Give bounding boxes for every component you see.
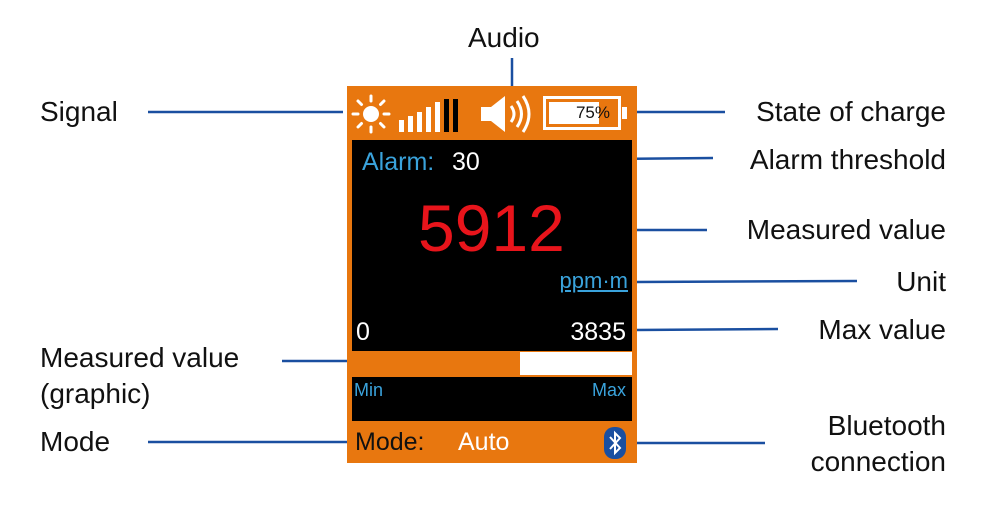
callout-measured-value: Measured value [746, 214, 946, 245]
signal-bars-icon [399, 99, 458, 132]
unit-line [631, 279, 858, 284]
sun-icon [351, 94, 391, 134]
callout-bluetooth-1: Bluetooth [827, 410, 946, 441]
battery-icon: 75% [543, 96, 627, 130]
measured-value: 5912 [418, 191, 565, 265]
device-display: 75% Alarm: 30 5912 ppm·m 0 3835 Min Max … [347, 86, 637, 463]
alarm-label: Alarm: [362, 148, 435, 176]
unit: ppm·m [559, 268, 628, 293]
mode-value: Auto [458, 428, 510, 456]
range-max: 3835 [570, 318, 626, 346]
minmax-area: Min Max [352, 377, 632, 421]
callout-bluetooth-2: connection [810, 446, 946, 477]
callout-max-value: Max value [818, 314, 946, 345]
speaker-icon [481, 95, 531, 133]
callout-measured-graphic-1: Measured value [40, 342, 240, 373]
range-min: 0 [356, 318, 370, 346]
callout-alarm-threshold: Alarm threshold [749, 144, 946, 175]
min-label: Min [354, 380, 384, 400]
main-screen: Alarm: 30 5912 ppm·m 0 3835 [352, 140, 632, 351]
callout-state-of-charge: State of charge [756, 96, 946, 127]
max-line [631, 327, 779, 332]
max-label: Max [591, 380, 626, 400]
alarm-value: 30 [452, 148, 480, 176]
callout-measured-graphic-2: (graphic) [40, 378, 151, 409]
measured-bar-fill [352, 352, 520, 375]
measured-bar [352, 352, 632, 375]
callout-unit: Unit [896, 266, 946, 297]
callout-mode: Mode [40, 426, 111, 457]
battery-percent: 75% [575, 103, 610, 122]
callout-signal: Signal [40, 96, 118, 127]
bluetooth-icon [604, 427, 626, 459]
callout-audio: Audio [468, 22, 540, 53]
mode-label: Mode: [355, 428, 425, 456]
